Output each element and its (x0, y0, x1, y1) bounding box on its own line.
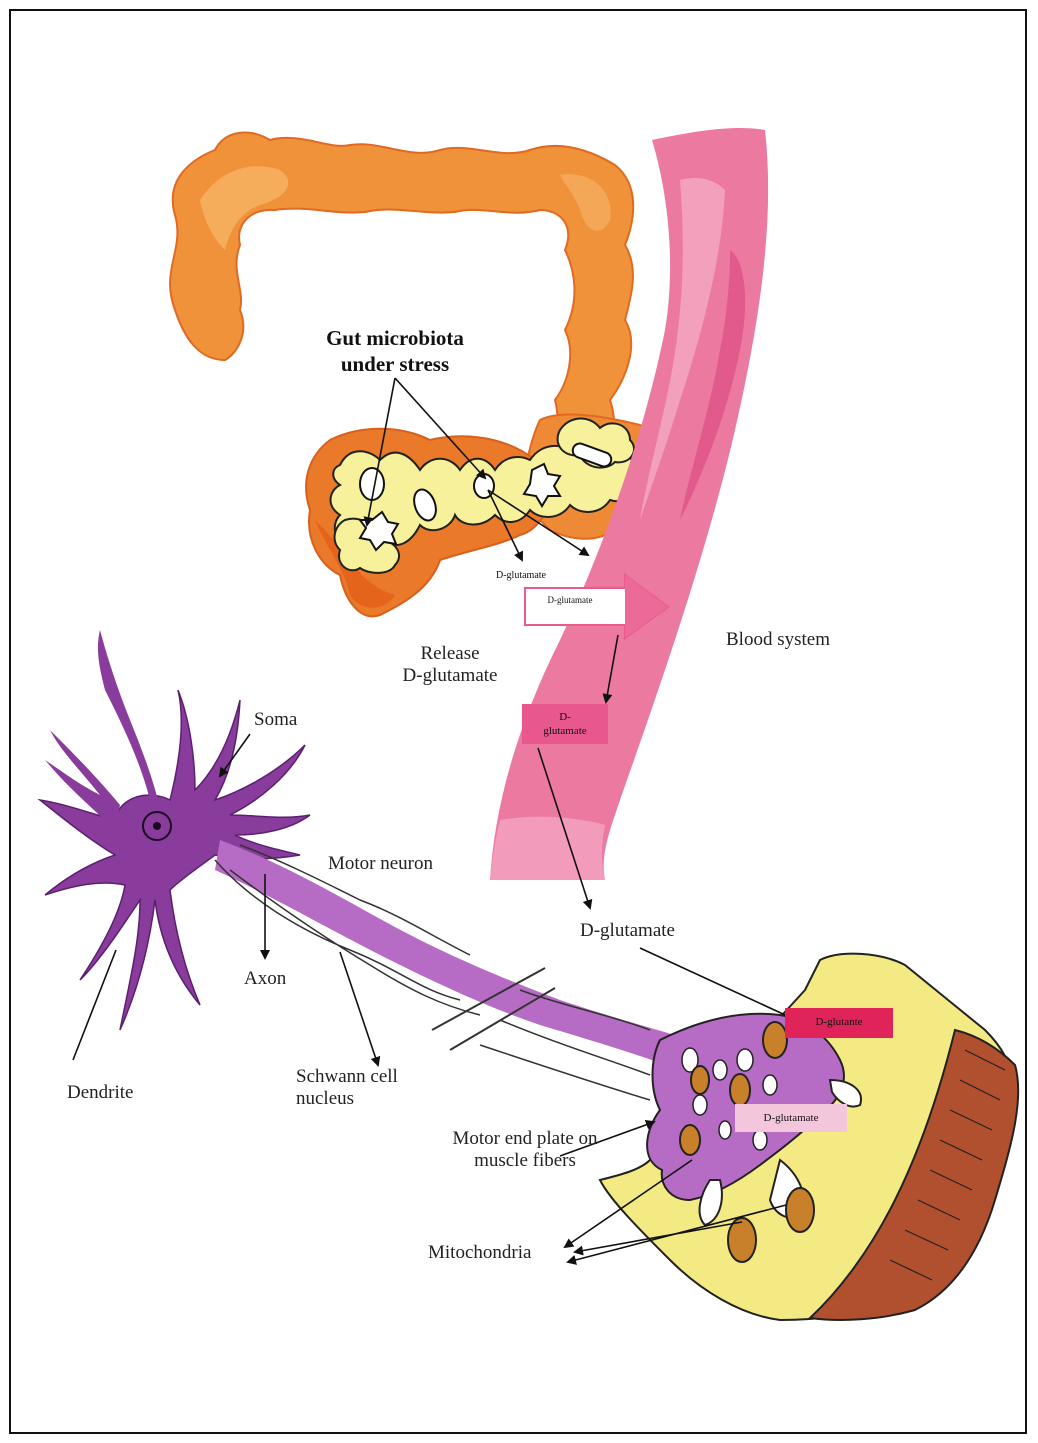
axon-label: Axon (244, 968, 286, 990)
mitochondria-label: Mitochondria (428, 1242, 531, 1264)
dendrite-label: Dendrite (67, 1082, 133, 1104)
gut-label-line2: under stress (295, 351, 495, 377)
schwann-label: Schwann cell nucleus (296, 1066, 398, 1110)
dglu-arrow-label: D-glutamate (530, 594, 610, 606)
end-plate-line1: Motor end plate on (420, 1128, 630, 1150)
blood-vessel-lower (490, 817, 605, 880)
soma-label: Soma (254, 709, 297, 731)
release-label: Release D-glutamate (380, 643, 520, 687)
blood-dglu-label: D- glutamate (522, 710, 608, 738)
end-plate-line2: muscle fibers (420, 1150, 630, 1172)
gut-label-line1: Gut microbiota (295, 325, 495, 351)
schwann-line2: nucleus (296, 1088, 398, 1110)
motor-neuron-label: Motor neuron (328, 853, 433, 875)
schwann-line1: Schwann cell (296, 1066, 398, 1088)
dglu-red-label: D-glutante (785, 1016, 893, 1028)
release-line1: Release (380, 643, 520, 665)
blood-dglu-line2: glutamate (522, 724, 608, 738)
d-glutamate-label: D-glutamate (580, 920, 675, 942)
dglu-pink-label: D-glutamate (735, 1112, 847, 1124)
gut-microbiota-label: Gut microbiota under stress (295, 325, 495, 377)
dglu-small-label: D-glutamate (476, 570, 566, 582)
release-line2: D-glutamate (380, 665, 520, 687)
blood-dglu-line1: D- (522, 710, 608, 724)
blood-system-label: Blood system (726, 629, 830, 651)
neuron-axon (215, 840, 690, 1070)
neuron-dendrite-top (98, 630, 158, 800)
end-plate-label: Motor end plate on muscle fibers (420, 1128, 630, 1172)
